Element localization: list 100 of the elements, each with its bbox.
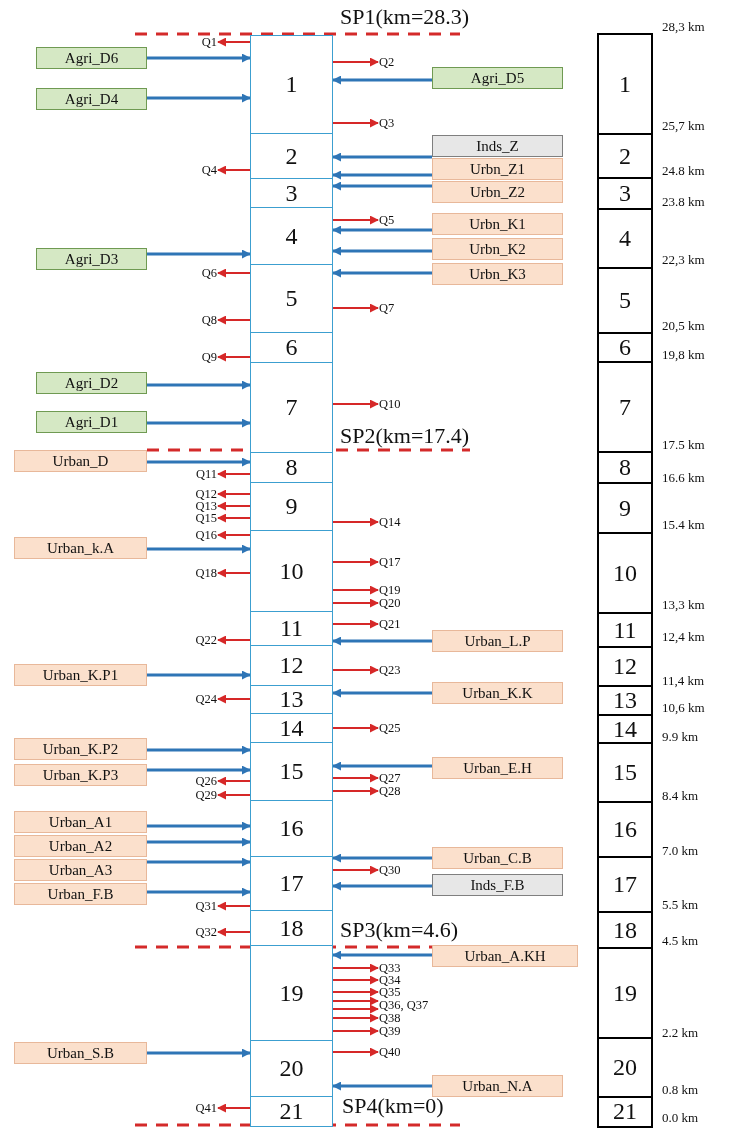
source-box: Urbn_K2: [432, 238, 563, 260]
arrow: [332, 773, 379, 783]
outflow-label: Q30: [379, 864, 401, 876]
river-segment: 21: [250, 1096, 333, 1127]
arrow: [147, 1048, 251, 1058]
outflow-label: Q34: [379, 974, 401, 986]
river-segment: 3: [250, 178, 333, 209]
section-label: SP1(km=28.3): [340, 4, 470, 30]
arrow: [147, 745, 251, 755]
arrow: [332, 723, 379, 733]
river-segment: 20: [250, 1040, 333, 1098]
source-box: Urbn_K3: [432, 263, 563, 285]
arrow: [332, 963, 379, 973]
outflow-label: Q18: [195, 567, 217, 579]
reach-segment: 2: [597, 133, 653, 180]
source-box: Urban_E.H: [432, 757, 563, 779]
arrow: [217, 901, 251, 911]
reach-segment: 18: [597, 911, 653, 950]
arrow: [332, 865, 379, 875]
reach-segment: 12: [597, 646, 653, 688]
source-box: Inds_Z: [432, 135, 563, 157]
arrow: [217, 268, 251, 278]
source-box: Urbn_Z2: [432, 181, 563, 203]
arrow: [332, 268, 432, 278]
source-box: Urban_C.B: [432, 847, 563, 869]
arrow: [332, 1047, 379, 1057]
arrow: [217, 1103, 251, 1113]
arrow: [217, 352, 251, 362]
source-box: Inds_F.B: [432, 874, 563, 896]
arrow: [217, 489, 251, 499]
source-box: Urban_A2: [14, 835, 147, 857]
arrow: [147, 887, 251, 897]
river-segment: 6: [250, 332, 333, 364]
reach-segment: 11: [597, 612, 653, 649]
section-label: SP3(km=4.6): [340, 917, 459, 943]
river-segment: 19: [250, 945, 333, 1042]
outflow-label: Q14: [379, 516, 401, 528]
arrow: [332, 881, 432, 891]
outflow-label: Q15: [195, 512, 217, 524]
distance-label: 7.0 km: [662, 843, 699, 859]
reach-segment: 4: [597, 208, 653, 270]
river-segment: 4: [250, 207, 333, 266]
distance-label: 2.2 km: [662, 1025, 699, 1041]
arrow: [332, 1081, 432, 1091]
arrow: [217, 37, 251, 47]
arrow: [147, 457, 251, 467]
outflow-label: Q29: [195, 789, 217, 801]
source-box: Agri_D4: [36, 88, 147, 110]
distance-label: 22,3 km: [662, 252, 705, 268]
arrow: [332, 557, 379, 567]
source-box: Urban_A.KH: [432, 945, 578, 967]
arrow: [147, 670, 251, 680]
reach-segment: 13: [597, 685, 653, 717]
outflow-label: Q39: [379, 1025, 401, 1037]
arrow: [217, 927, 251, 937]
source-box: Urban_K.P3: [14, 764, 147, 786]
reach-segment: 9: [597, 482, 653, 535]
arrow: [147, 544, 251, 554]
arrow: [217, 315, 251, 325]
reach-segment: 1: [597, 33, 653, 136]
source-box: Urbn_K1: [432, 213, 563, 235]
distance-label: 15.4 km: [662, 517, 705, 533]
distance-label: 0.0 km: [662, 1110, 699, 1126]
river-segment: 8: [250, 452, 333, 484]
arrow: [332, 585, 379, 595]
source-box: Urban_S.B: [14, 1042, 147, 1064]
distance-label: 13,3 km: [662, 597, 705, 613]
outflow-label: Q9: [201, 351, 217, 363]
arrow: [332, 517, 379, 527]
reach-segment: 21: [597, 1096, 653, 1128]
source-box: Urban_F.B: [14, 883, 147, 905]
outflow-label: Q10: [379, 398, 401, 410]
distance-label: 9.9 km: [662, 729, 699, 745]
reach-segment: 10: [597, 532, 653, 615]
source-box: Agri_D6: [36, 47, 147, 69]
outflow-label: Q33: [379, 962, 401, 974]
reach-segment: 14: [597, 714, 653, 745]
arrow: [332, 57, 379, 67]
distance-label: 8.4 km: [662, 788, 699, 804]
arrow: [332, 786, 379, 796]
reach-segment: 8: [597, 451, 653, 485]
distance-label: 12,4 km: [662, 629, 705, 645]
arrow: [217, 513, 251, 523]
arrow: [332, 996, 379, 1006]
source-box: Urban_L.P: [432, 630, 563, 652]
outflow-label: Q16: [195, 529, 217, 541]
outflow-label: Q22: [195, 634, 217, 646]
arrow: [217, 165, 251, 175]
source-box: Urban_N.A: [432, 1075, 563, 1097]
reach-segment: 20: [597, 1037, 653, 1099]
arrow: [332, 152, 432, 162]
arrow: [147, 837, 251, 847]
outflow-label: Q35: [379, 986, 401, 998]
source-box: Agri_D2: [36, 372, 147, 394]
reach-segment: 5: [597, 267, 653, 335]
outflow-label: Q19: [379, 584, 401, 596]
arrow: [332, 246, 432, 256]
outflow-label: Q24: [195, 693, 217, 705]
outflow-label: Q25: [379, 722, 401, 734]
outflow-label: Q4: [201, 164, 217, 176]
